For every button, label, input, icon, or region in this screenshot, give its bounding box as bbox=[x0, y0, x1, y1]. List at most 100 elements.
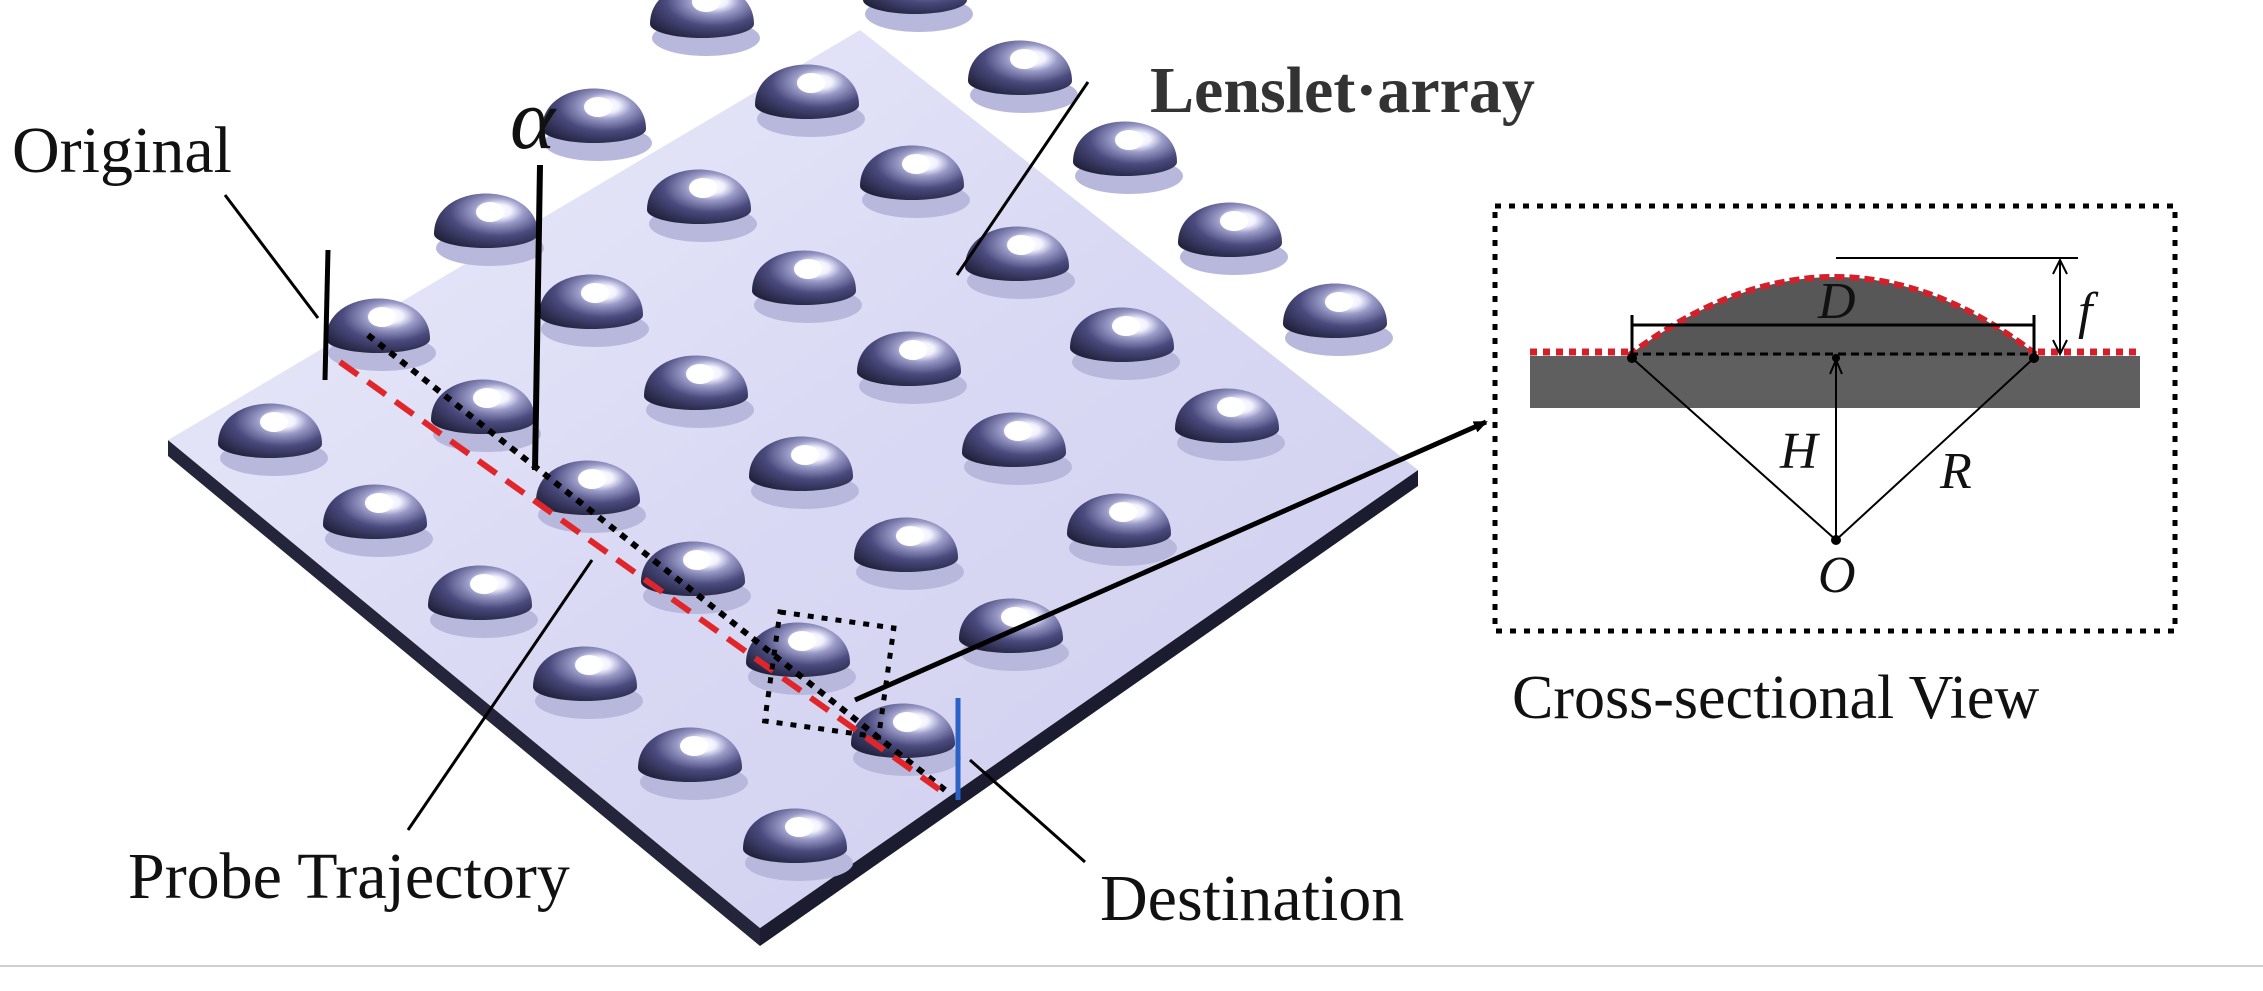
lenslet-highlight bbox=[785, 817, 813, 837]
lenslet-5-1 bbox=[863, 0, 973, 32]
lenslet-highlight bbox=[1004, 421, 1032, 441]
original-label: Original bbox=[12, 114, 232, 187]
lenslet-4-2 bbox=[860, 145, 970, 218]
lenslet-highlight bbox=[689, 178, 717, 198]
leader-lines bbox=[223, 81, 1090, 864]
lenslet-4-5 bbox=[1175, 388, 1285, 461]
lenslet-0-4 bbox=[638, 727, 748, 800]
lenslet-highlight bbox=[1109, 502, 1137, 522]
lenslet-highlight bbox=[578, 469, 606, 489]
edge-point-left bbox=[1627, 353, 1637, 363]
actual-path-dashed bbox=[338, 359, 942, 793]
lenslet-highlight bbox=[788, 631, 816, 651]
lenslet-array bbox=[218, 0, 1393, 881]
lenslet-3-2 bbox=[752, 250, 862, 323]
center-point-top bbox=[1832, 354, 1840, 362]
lenslet-2-2 bbox=[644, 355, 754, 428]
lenslet-dome bbox=[863, 0, 967, 14]
lenslet-2-1 bbox=[539, 274, 649, 347]
lenslet-highlight bbox=[365, 493, 393, 513]
lenslet-highlight bbox=[686, 364, 714, 384]
symbol-o: O bbox=[1818, 547, 1856, 604]
destination-label: Destination bbox=[1100, 862, 1404, 935]
lenslet-5-5 bbox=[1283, 283, 1393, 356]
lenslet-3-0 bbox=[542, 88, 652, 161]
lenslet-highlight bbox=[797, 73, 825, 93]
lenslet-highlight bbox=[584, 97, 612, 117]
lenslet-0-0 bbox=[218, 403, 328, 476]
plate-front-left-edge bbox=[168, 440, 760, 946]
lenslet-highlight bbox=[680, 736, 708, 756]
lenslet-highlight bbox=[1112, 316, 1140, 336]
symbol-r: R bbox=[1939, 443, 1972, 500]
alpha-angle-line bbox=[532, 164, 543, 471]
center-point-o bbox=[1831, 535, 1841, 545]
lenslet-4-1 bbox=[755, 64, 865, 137]
probe-trajectory-path bbox=[322, 164, 1488, 800]
lenslet-2-0 bbox=[434, 193, 544, 266]
lenslet-4-0 bbox=[650, 0, 760, 56]
lenslet-0-3 bbox=[533, 646, 643, 719]
lenslet-4-3 bbox=[965, 226, 1075, 299]
lenslet-2-5 bbox=[959, 598, 1069, 671]
radius-line-right bbox=[1835, 357, 2035, 541]
zoom-region-box bbox=[761, 609, 897, 740]
lenslet-highlight bbox=[473, 388, 501, 408]
lenslet-highlight bbox=[896, 526, 924, 546]
lens-profile bbox=[1628, 277, 2038, 356]
lenslet-highlight bbox=[1115, 130, 1143, 150]
lenslet-highlight bbox=[899, 340, 927, 360]
lenslet-1-0 bbox=[326, 298, 436, 371]
lenslet-2-4 bbox=[854, 517, 964, 590]
lenslet-highlight bbox=[1217, 397, 1245, 417]
lenslet-5-4 bbox=[1178, 202, 1288, 275]
lenslet-highlight bbox=[683, 550, 711, 570]
lenslet-highlight bbox=[575, 655, 603, 675]
symbol-d: D bbox=[1817, 273, 1856, 330]
lenslet-highlight bbox=[692, 0, 720, 12]
probe-leader bbox=[406, 559, 594, 831]
lenslet-highlight bbox=[368, 307, 396, 327]
lenslet-highlight bbox=[476, 202, 504, 222]
original-path-dotted bbox=[366, 332, 947, 793]
lenslet-highlight bbox=[581, 283, 609, 303]
lenslet-leader bbox=[955, 81, 1090, 276]
alpha-label: α bbox=[510, 71, 557, 167]
original-leader bbox=[223, 194, 320, 319]
lenslet-highlight bbox=[893, 712, 921, 732]
lenslet-highlight bbox=[1001, 607, 1029, 627]
probe-trajectory-label: Probe Trajectory bbox=[128, 840, 570, 913]
lenslet-4-4 bbox=[1070, 307, 1180, 380]
cross-section-inset: D f H R O bbox=[1492, 203, 2178, 634]
sag-arrow-top bbox=[2052, 257, 2068, 275]
lenslet-highlight bbox=[1325, 292, 1353, 312]
cross-section-title: Cross-sectional View bbox=[1512, 664, 2039, 732]
lenslet-dome bbox=[650, 0, 754, 38]
lenslet-1-1 bbox=[431, 379, 541, 452]
destination-leader bbox=[969, 758, 1086, 864]
lenslet-3-4 bbox=[962, 412, 1072, 485]
sag-arrow-bottom bbox=[2052, 339, 2068, 357]
lenslet-5-2 bbox=[968, 40, 1078, 113]
lenslet-1-3 bbox=[641, 541, 751, 614]
lenslet-0-5 bbox=[743, 808, 853, 881]
symbol-h: H bbox=[1779, 423, 1820, 480]
lenslet-highlight bbox=[1220, 211, 1248, 231]
radius-line-left bbox=[1631, 357, 1837, 541]
lenslet-2-3 bbox=[749, 436, 859, 509]
lenslet-highlight bbox=[260, 412, 288, 432]
lenslet-3-5 bbox=[1067, 493, 1177, 566]
zoom-arrow bbox=[853, 419, 1488, 703]
lenslet-0-1 bbox=[323, 484, 433, 557]
lenslet-3-1 bbox=[647, 169, 757, 242]
lenslet-highlight bbox=[791, 445, 819, 465]
lenslet-highlight bbox=[1010, 49, 1038, 69]
edge-point-right bbox=[2029, 353, 2039, 363]
lens-profile-red-edge bbox=[1626, 274, 2040, 359]
lenslet-array-label: Lenslet·array bbox=[1150, 54, 1535, 127]
lenslet-5-3 bbox=[1073, 121, 1183, 194]
lenslet-highlight bbox=[902, 154, 930, 174]
lenslet-3-3 bbox=[857, 331, 967, 404]
plate-front-right-edge bbox=[760, 470, 1418, 946]
